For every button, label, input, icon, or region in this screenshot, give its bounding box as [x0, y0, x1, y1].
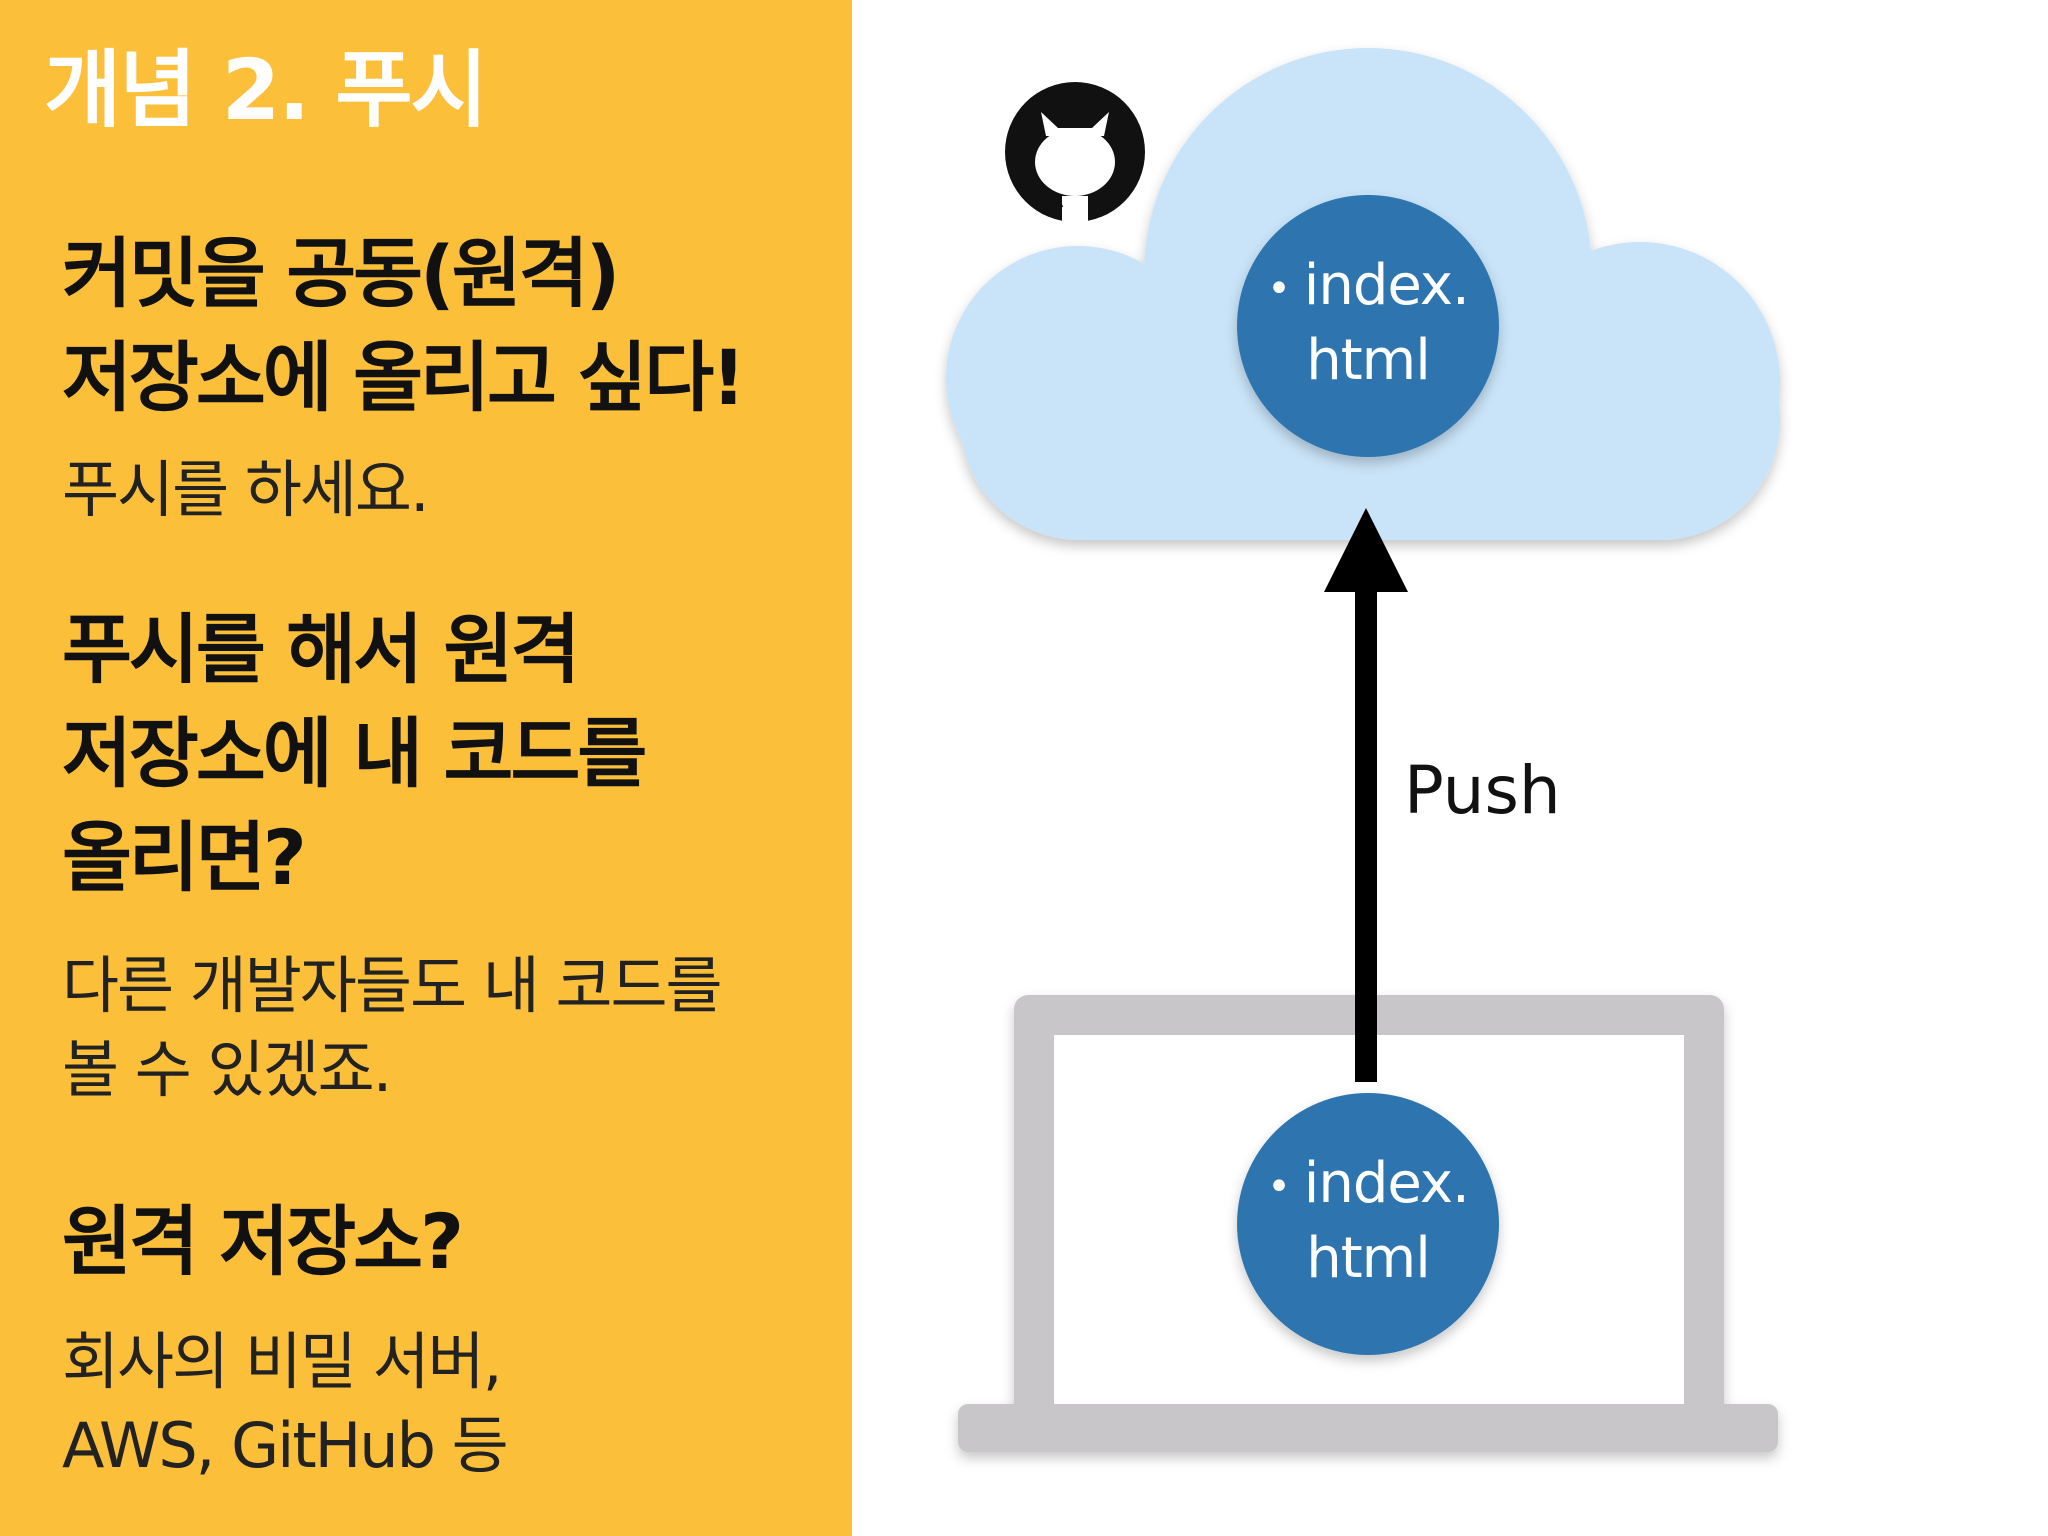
- local-file-name-line2: html: [1306, 1225, 1431, 1291]
- body-remote-examples: 회사의 비밀 서버, AWS, GitHub 등: [62, 1320, 509, 1488]
- body-line: 다른 개발자들도 내 코드를: [62, 949, 723, 1022]
- remote-file-label: •index. html: [1237, 250, 1499, 397]
- heading-line: 원격 저장소?: [62, 1197, 464, 1286]
- github-octocat-icon: [1005, 82, 1145, 222]
- push-label: Push: [1404, 752, 1561, 829]
- heading-line: 푸시를 해서 원격: [62, 605, 580, 694]
- heading-remote-repo: 원격 저장소?: [62, 1190, 464, 1294]
- local-file-name-line1: •index.: [1267, 1151, 1470, 1216]
- heading-after-push: 푸시를 해서 원격 저장소에 내 코드를 올리면?: [62, 598, 647, 910]
- remote-file-name-line2: html: [1306, 327, 1431, 393]
- body-line: AWS, GitHub 등: [62, 1409, 509, 1482]
- remote-file-name-line1: •index.: [1267, 253, 1470, 318]
- left-panel: 개념 2. 푸시 커밋을 공동(원격) 저장소에 올리고 싶다! 푸시를 하세요…: [0, 0, 852, 1536]
- body-other-developers: 다른 개발자들도 내 코드를 볼 수 있겠죠.: [62, 944, 723, 1112]
- heading-line: 저장소에 올리고 싶다!: [62, 333, 746, 422]
- heading-line: 저장소에 내 코드를: [62, 709, 647, 798]
- local-file-label: •index. html: [1237, 1148, 1499, 1295]
- heading-push-to-remote: 커밋을 공동(원격) 저장소에 올리고 싶다!: [62, 222, 746, 430]
- slide-title: 개념 2. 푸시: [44, 41, 488, 139]
- remote-file-circle: [1237, 195, 1499, 457]
- body-line: 볼 수 있겠죠.: [62, 1033, 392, 1106]
- heading-line: 커밋을 공동(원격): [62, 229, 620, 318]
- push-arrow: [1324, 508, 1408, 1082]
- heading-line: 올리면?: [62, 813, 307, 902]
- body-line: 회사의 비밀 서버,: [62, 1325, 502, 1398]
- body-push-instruction: 푸시를 하세요.: [62, 448, 430, 532]
- local-file-circle: [1237, 1093, 1499, 1355]
- body-line: 푸시를 하세요.: [62, 453, 430, 526]
